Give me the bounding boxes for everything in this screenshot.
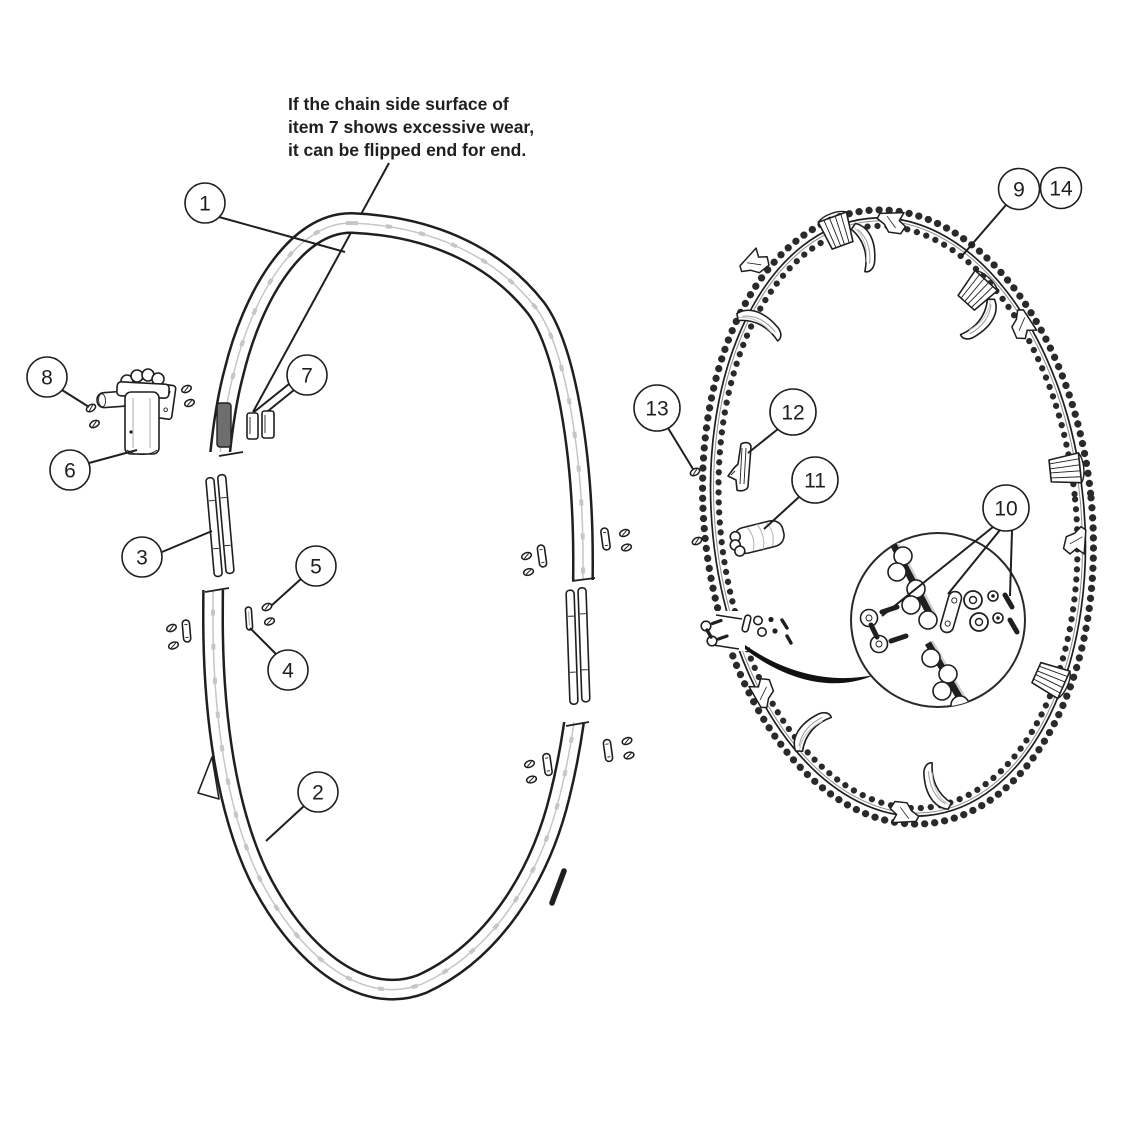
callout-7: 7 [286,354,328,396]
note-line-1: If the chain side surface of [288,94,509,114]
svg-text:12: 12 [781,402,804,425]
callout-11: 11 [791,456,839,504]
leader-2 [265,805,305,842]
feeder-chain-loop [698,206,1098,828]
detail-magnifier [850,532,1026,708]
chain-inner-beads [715,222,1081,812]
leader-11 [763,496,800,530]
svg-text:2: 2 [312,782,324,805]
svg-text:10: 10 [994,498,1017,521]
callout-4: 4 [267,649,309,691]
chain-cleat [876,211,907,236]
leader-3 [161,530,213,553]
bracket-cap-bump [130,369,144,383]
svg-text:1: 1 [199,193,211,216]
screw-item5 [262,616,277,627]
chain-rail-line-2 [713,220,1083,814]
note-leader-line [252,162,390,413]
installed-wear-clip [216,402,232,448]
bracket-cylinder [124,391,160,455]
chain-cleat [889,799,920,824]
master-link-parts [700,614,793,647]
svg-text:14: 14 [1049,178,1073,201]
svg-text:13: 13 [645,398,668,421]
chain-gap-ends [712,614,743,650]
magnifier-swoosh [745,645,874,684]
chain-crescent-paddle [918,759,954,815]
svg-text:3: 3 [136,547,148,570]
callout-13: 13 [633,384,681,432]
screw-small [690,535,704,547]
leader-13 [667,427,694,470]
guide-rail-loop [197,211,606,1001]
rail-cut-ends-left [204,451,244,593]
chain-rail-line [709,217,1087,817]
leader-9 [960,204,1007,258]
note-line-3: it can be flipped end for end. [288,140,526,160]
magnified-pin [1007,617,1020,635]
leader-8 [61,389,90,408]
callout-3: 3 [121,536,163,578]
loose-paddle-item11 [729,519,785,557]
screw-item5 [260,601,274,613]
leader-6 [88,449,138,464]
leader-5 [270,577,303,607]
hardware-bracket-screws [179,383,197,409]
callout-8: 8 [26,356,68,398]
callout-9: 9 [997,167,1041,211]
rail-cut-ends-right [565,577,596,727]
rail-slot-mark [549,868,567,906]
magnified-pin [1002,592,1015,610]
callout-14: 14 [1039,166,1083,210]
splice-rails-right [565,587,591,705]
callout-5: 5 [295,545,337,587]
svg-text:11: 11 [804,470,826,493]
mount-bracket [96,368,177,455]
note-text: If the chain side surface of item 7 show… [288,94,534,160]
svg-text:4: 4 [282,660,294,683]
note-line-2: item 7 shows excessive wear, [288,117,534,137]
callout-6: 6 [49,449,91,491]
svg-text:5: 5 [310,556,322,579]
leader-10 [881,526,1013,617]
svg-text:6: 6 [64,460,76,483]
callouts: 1 2 3 4 5 6 7 [26,166,1083,842]
svg-text:8: 8 [41,367,53,390]
pin-item4 [244,606,254,631]
leader-12 [747,428,779,454]
callout-12: 12 [769,388,817,436]
svg-text:9: 9 [1013,179,1025,202]
magnified-link-parts [939,590,1020,635]
callout-1: 1 [184,182,226,224]
leader-4 [249,627,278,656]
splice-rails-left [205,473,235,578]
chain-outer-beads [698,206,1098,828]
chain-cleat [737,246,774,283]
chain-crescent-paddle [849,220,879,275]
svg-text:7: 7 [301,365,313,388]
leader-7 [253,383,295,413]
screw-item13 [688,465,702,479]
callout-2: 2 [297,771,339,813]
leader-1 [218,216,346,253]
wear-clips [246,410,275,440]
chain-basket-cleat [1047,451,1087,487]
loose-cleat-item12 [727,441,752,492]
rail-mount-tab [197,756,220,800]
callout-10: 10 [982,484,1030,532]
